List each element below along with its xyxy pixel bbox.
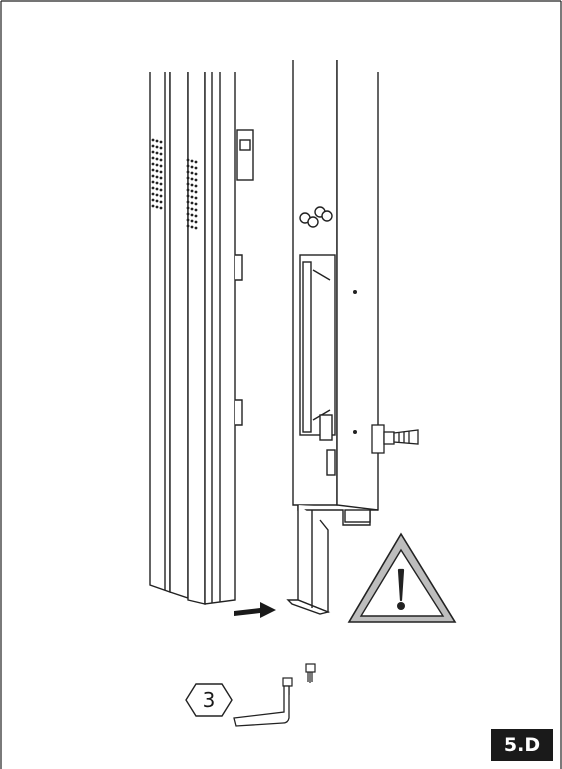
vent-hole bbox=[186, 158, 190, 162]
vent-hole bbox=[159, 194, 163, 198]
vent-hole bbox=[159, 188, 163, 192]
vent-hole bbox=[151, 156, 155, 160]
vent-hole bbox=[186, 206, 190, 210]
vent-hole bbox=[155, 199, 159, 203]
vent-hole bbox=[155, 181, 159, 185]
vent-hole bbox=[151, 198, 155, 202]
vent-hole bbox=[159, 164, 163, 168]
vent-hole bbox=[190, 225, 194, 229]
vent-hole bbox=[190, 171, 194, 175]
vent-hole bbox=[155, 151, 159, 155]
vent-hole bbox=[155, 169, 159, 173]
vent-hole bbox=[194, 214, 198, 218]
vent-hole bbox=[151, 138, 155, 142]
warning-triangle-icon bbox=[347, 532, 457, 623]
mount-column bbox=[292, 60, 379, 526]
vent-hole bbox=[155, 163, 159, 167]
display-side-panel bbox=[149, 72, 254, 605]
vent-hole bbox=[159, 206, 163, 210]
vent-hole bbox=[155, 187, 159, 191]
vent-hole bbox=[190, 165, 194, 169]
vent-hole bbox=[190, 177, 194, 181]
vent-hole bbox=[159, 158, 163, 162]
vent-hole bbox=[190, 207, 194, 211]
side-bolt bbox=[371, 424, 419, 454]
step-label: 5.D bbox=[491, 729, 553, 761]
vent-hole bbox=[151, 192, 155, 196]
mount-dots bbox=[353, 290, 357, 434]
vent-hole bbox=[194, 172, 198, 176]
vent-hole bbox=[186, 224, 190, 228]
vent-hole bbox=[186, 200, 190, 204]
vent-hole bbox=[155, 157, 159, 161]
vent-hole bbox=[186, 170, 190, 174]
vent-hole bbox=[159, 170, 163, 174]
vent-hole bbox=[194, 226, 198, 230]
vent-hole bbox=[159, 146, 163, 150]
vent-hole bbox=[155, 145, 159, 149]
vent-holes-left bbox=[151, 138, 163, 210]
vent-hole bbox=[159, 200, 163, 204]
vent-hole bbox=[194, 196, 198, 200]
vent-hole bbox=[159, 140, 163, 144]
vent-hole bbox=[159, 182, 163, 186]
vent-hole bbox=[151, 144, 155, 148]
vent-hole bbox=[194, 202, 198, 206]
vent-hole bbox=[159, 152, 163, 156]
vent-hole bbox=[186, 182, 190, 186]
vent-hole bbox=[151, 150, 155, 154]
stand-foot bbox=[286, 505, 331, 615]
vent-hole bbox=[186, 194, 190, 198]
vent-hole bbox=[190, 159, 194, 163]
vent-hole bbox=[186, 164, 190, 168]
vent-hole bbox=[186, 176, 190, 180]
vent-hole bbox=[151, 168, 155, 172]
vent-hole bbox=[194, 220, 198, 224]
vent-hole bbox=[190, 195, 194, 199]
vent-hole bbox=[194, 178, 198, 182]
vent-hole bbox=[151, 162, 155, 166]
vent-holes-right bbox=[186, 158, 198, 230]
vent-hole bbox=[151, 186, 155, 190]
vent-hole bbox=[190, 189, 194, 193]
quantity-badge: 3 bbox=[185, 683, 233, 717]
vent-hole bbox=[194, 184, 198, 188]
vent-hole bbox=[159, 176, 163, 180]
vent-hole bbox=[194, 160, 198, 164]
hex-key-icon bbox=[233, 685, 290, 727]
vent-hole bbox=[186, 218, 190, 222]
vent-hole bbox=[155, 139, 159, 143]
vent-hole bbox=[155, 175, 159, 179]
arrow-right-icon bbox=[234, 602, 276, 618]
vent-hole bbox=[190, 201, 194, 205]
vent-hole bbox=[151, 204, 155, 208]
vent-hole bbox=[151, 180, 155, 184]
vent-hole bbox=[190, 213, 194, 217]
vent-hole bbox=[155, 193, 159, 197]
vent-hole bbox=[151, 174, 155, 178]
vent-hole bbox=[155, 205, 159, 209]
vent-hole bbox=[194, 166, 198, 170]
vent-hole bbox=[190, 183, 194, 187]
vent-hole bbox=[194, 190, 198, 194]
vent-hole bbox=[186, 188, 190, 192]
vent-hole bbox=[194, 208, 198, 212]
vent-hole bbox=[190, 219, 194, 223]
vent-hole bbox=[186, 212, 190, 216]
quantity-label: 3 bbox=[203, 688, 216, 712]
